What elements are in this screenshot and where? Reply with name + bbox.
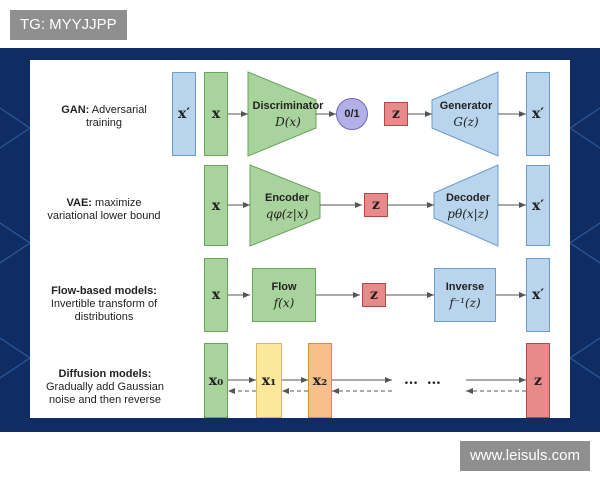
gan-z: z xyxy=(384,102,408,126)
flow-label-bold: Flow-based models: xyxy=(51,285,157,297)
generator-block: Generator G(z) xyxy=(430,96,502,132)
gan-label-line2: training xyxy=(85,117,123,129)
discriminator-shape xyxy=(247,71,317,157)
encoder-math: qφ(z|x) xyxy=(265,206,309,221)
watermark-bottom-right: www.leisuls.com xyxy=(459,441,590,471)
gan-label-rest: Adversarial xyxy=(89,104,147,116)
decoder-math: pθ(x|z) xyxy=(447,206,489,221)
flow-row-label: Flow-based models: Invertible transform … xyxy=(34,285,174,324)
vae-label-rest: maximize xyxy=(91,197,142,209)
watermark-top-left: TG: MYYJJPP xyxy=(10,10,127,40)
flow-title: Flow xyxy=(271,280,297,293)
flow-x-prime-output: x′ xyxy=(526,258,550,332)
diffusion-z: z xyxy=(526,343,550,418)
discriminator-block: Discriminator D(x) xyxy=(248,96,328,132)
inverse-block: Inverse f⁻¹(z) xyxy=(434,268,496,322)
encoder-block: Encoder qφ(z|x) xyxy=(250,188,324,224)
flow-math: f(x) xyxy=(273,295,295,310)
flow-x-input: x xyxy=(204,258,228,332)
flow-label-line2: Invertible transform of xyxy=(50,298,158,310)
vae-z: z xyxy=(364,193,388,217)
gan-row-label: GAN: Adversarial training xyxy=(38,104,170,130)
diffusion-x1: x₁ xyxy=(256,343,282,418)
vae-x-prime-output: x′ xyxy=(526,165,550,246)
background-pattern xyxy=(0,107,600,379)
diffusion-row-label: Diffusion models: Gradually add Gaussian… xyxy=(30,368,180,407)
gan-binary-output: 0/1 xyxy=(336,98,368,130)
flow-block: Flow f(x) xyxy=(252,268,316,322)
gan-x-prime-input: x′ xyxy=(172,72,196,156)
generator-math: G(z) xyxy=(453,114,479,129)
decoder-block: Decoder pθ(x|z) xyxy=(432,188,504,224)
gan-label-bold: GAN: xyxy=(61,104,90,116)
vae-x-input: x xyxy=(204,165,228,246)
diffusion-label-line2: Gradually add Gaussian xyxy=(45,381,164,393)
inverse-title: Inverse xyxy=(445,280,485,293)
encoder-shape xyxy=(249,164,321,247)
diffusion-ellipsis: … … xyxy=(404,372,443,388)
gan-x-prime-output: x′ xyxy=(526,72,550,156)
encoder-title: Encoder xyxy=(264,191,309,204)
flow-label-line3: distributions xyxy=(74,311,134,323)
vae-label-line2: variational lower bound xyxy=(47,210,161,222)
diffusion-label-bold: Diffusion models: xyxy=(58,368,152,380)
flow-z: z xyxy=(362,283,386,307)
vae-row-label: VAE: maximize variational lower bound xyxy=(38,197,170,223)
gan-x-input: x xyxy=(204,72,228,156)
discriminator-title: Discriminator xyxy=(252,99,324,112)
discriminator-math: D(x) xyxy=(275,114,301,129)
diffusion-label-line3: noise and then reverse xyxy=(49,394,161,406)
inverse-math: f⁻¹(z) xyxy=(449,295,481,310)
diffusion-x2: x₂ xyxy=(308,343,332,418)
generator-shape xyxy=(431,71,499,157)
decoder-shape xyxy=(433,164,499,247)
vae-label-bold: VAE: xyxy=(66,197,92,209)
generator-title: Generator xyxy=(439,99,493,112)
decoder-title: Decoder xyxy=(445,191,491,204)
diffusion-x0: x₀ xyxy=(204,343,228,418)
